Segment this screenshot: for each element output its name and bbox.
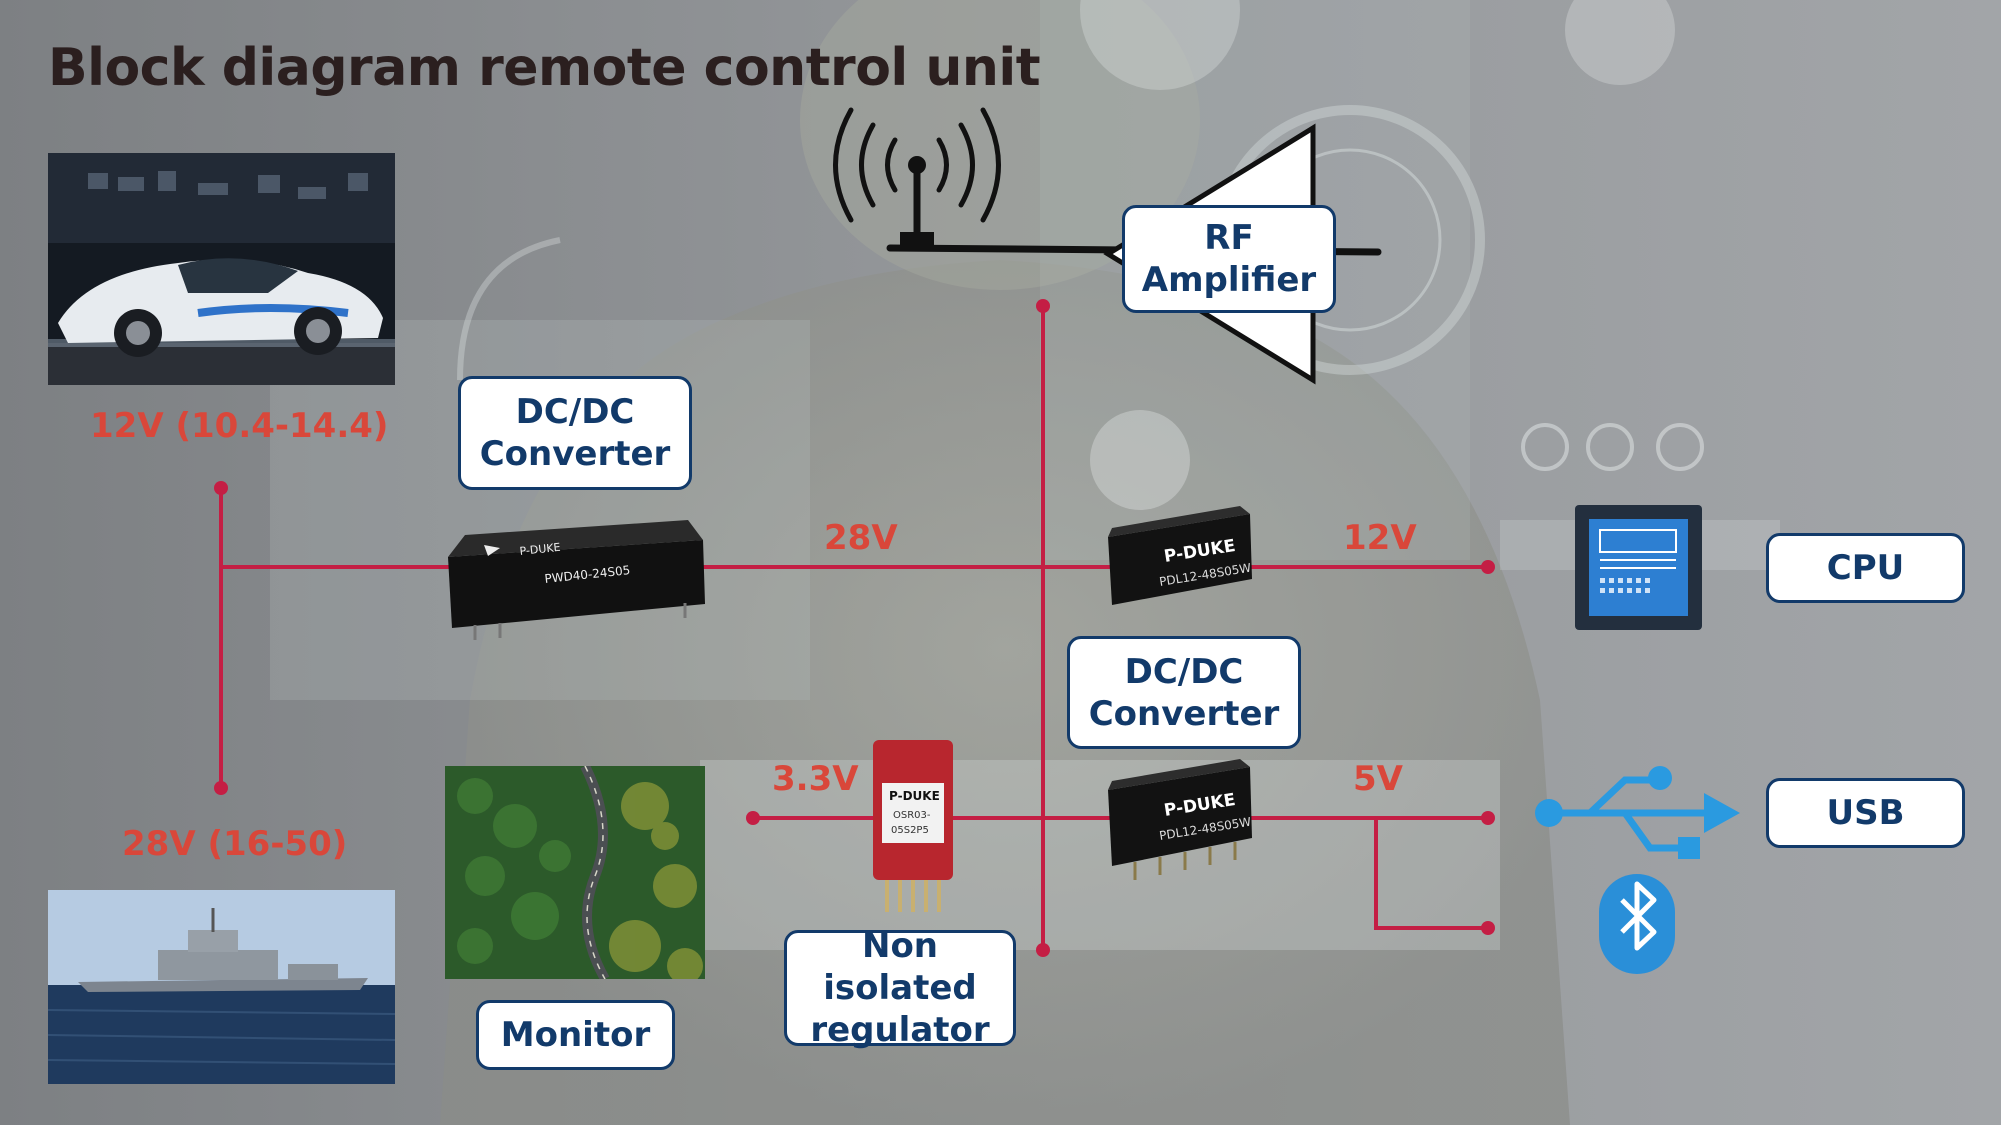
cpu-label: CPU bbox=[1766, 533, 1965, 603]
voltage-usb-rail: 5V bbox=[1353, 759, 1403, 799]
car-photo bbox=[48, 153, 395, 385]
large-dcdc-module: P-DUKE PWD40-24S05 bbox=[448, 520, 705, 640]
large-module-brand: P-DUKE bbox=[519, 541, 561, 558]
rf-line2: Amplifier bbox=[1141, 260, 1317, 300]
monitor-photo bbox=[445, 766, 705, 979]
regulator-line1: Non isolated bbox=[823, 926, 977, 1008]
osr-brand: P-DUKE bbox=[889, 789, 940, 803]
voltage-ship-input: 28V (16-50) bbox=[122, 824, 348, 864]
dcdc-right-line1: DC/DC bbox=[1124, 651, 1244, 692]
dcdc-left-line2: Converter bbox=[479, 434, 671, 474]
monitor-label: Monitor bbox=[476, 1000, 675, 1070]
dcdc-right-line2: Converter bbox=[1088, 693, 1280, 734]
usb-icon bbox=[1535, 766, 1740, 859]
voltage-cpu-rail: 12V bbox=[1343, 518, 1417, 558]
dcdc-left-line1: DC/DC bbox=[515, 392, 635, 432]
ship-photo bbox=[48, 890, 395, 1084]
osr-regulator-module: P-DUKE OSR03- 05S2P5 bbox=[873, 740, 953, 912]
pdl-module-upper: P-DUKE PDL12-48S05W bbox=[1108, 506, 1252, 605]
regulator-line2: regulator bbox=[810, 1010, 990, 1050]
bluetooth-icon bbox=[1599, 874, 1675, 974]
rf-line1: RF bbox=[1204, 218, 1254, 258]
osr-part-line2: 05S2P5 bbox=[891, 825, 929, 836]
voltage-car-input: 12V (10.4-14.4) bbox=[90, 406, 389, 446]
usb-label: USB bbox=[1766, 778, 1965, 848]
cpu-chip-icon bbox=[1575, 505, 1702, 630]
wire-lines bbox=[219, 306, 1488, 950]
pdl-module-lower: P-DUKE PDL12-48S05W bbox=[1108, 759, 1252, 880]
voltage-monitor-rail: 3.3V bbox=[772, 759, 859, 799]
page-title: Block diagram remote control unit bbox=[48, 38, 1041, 98]
wire-nodes bbox=[214, 299, 1495, 957]
osr-part-line1: OSR03- bbox=[893, 810, 931, 821]
voltage-bus-28v: 28V bbox=[824, 518, 898, 558]
